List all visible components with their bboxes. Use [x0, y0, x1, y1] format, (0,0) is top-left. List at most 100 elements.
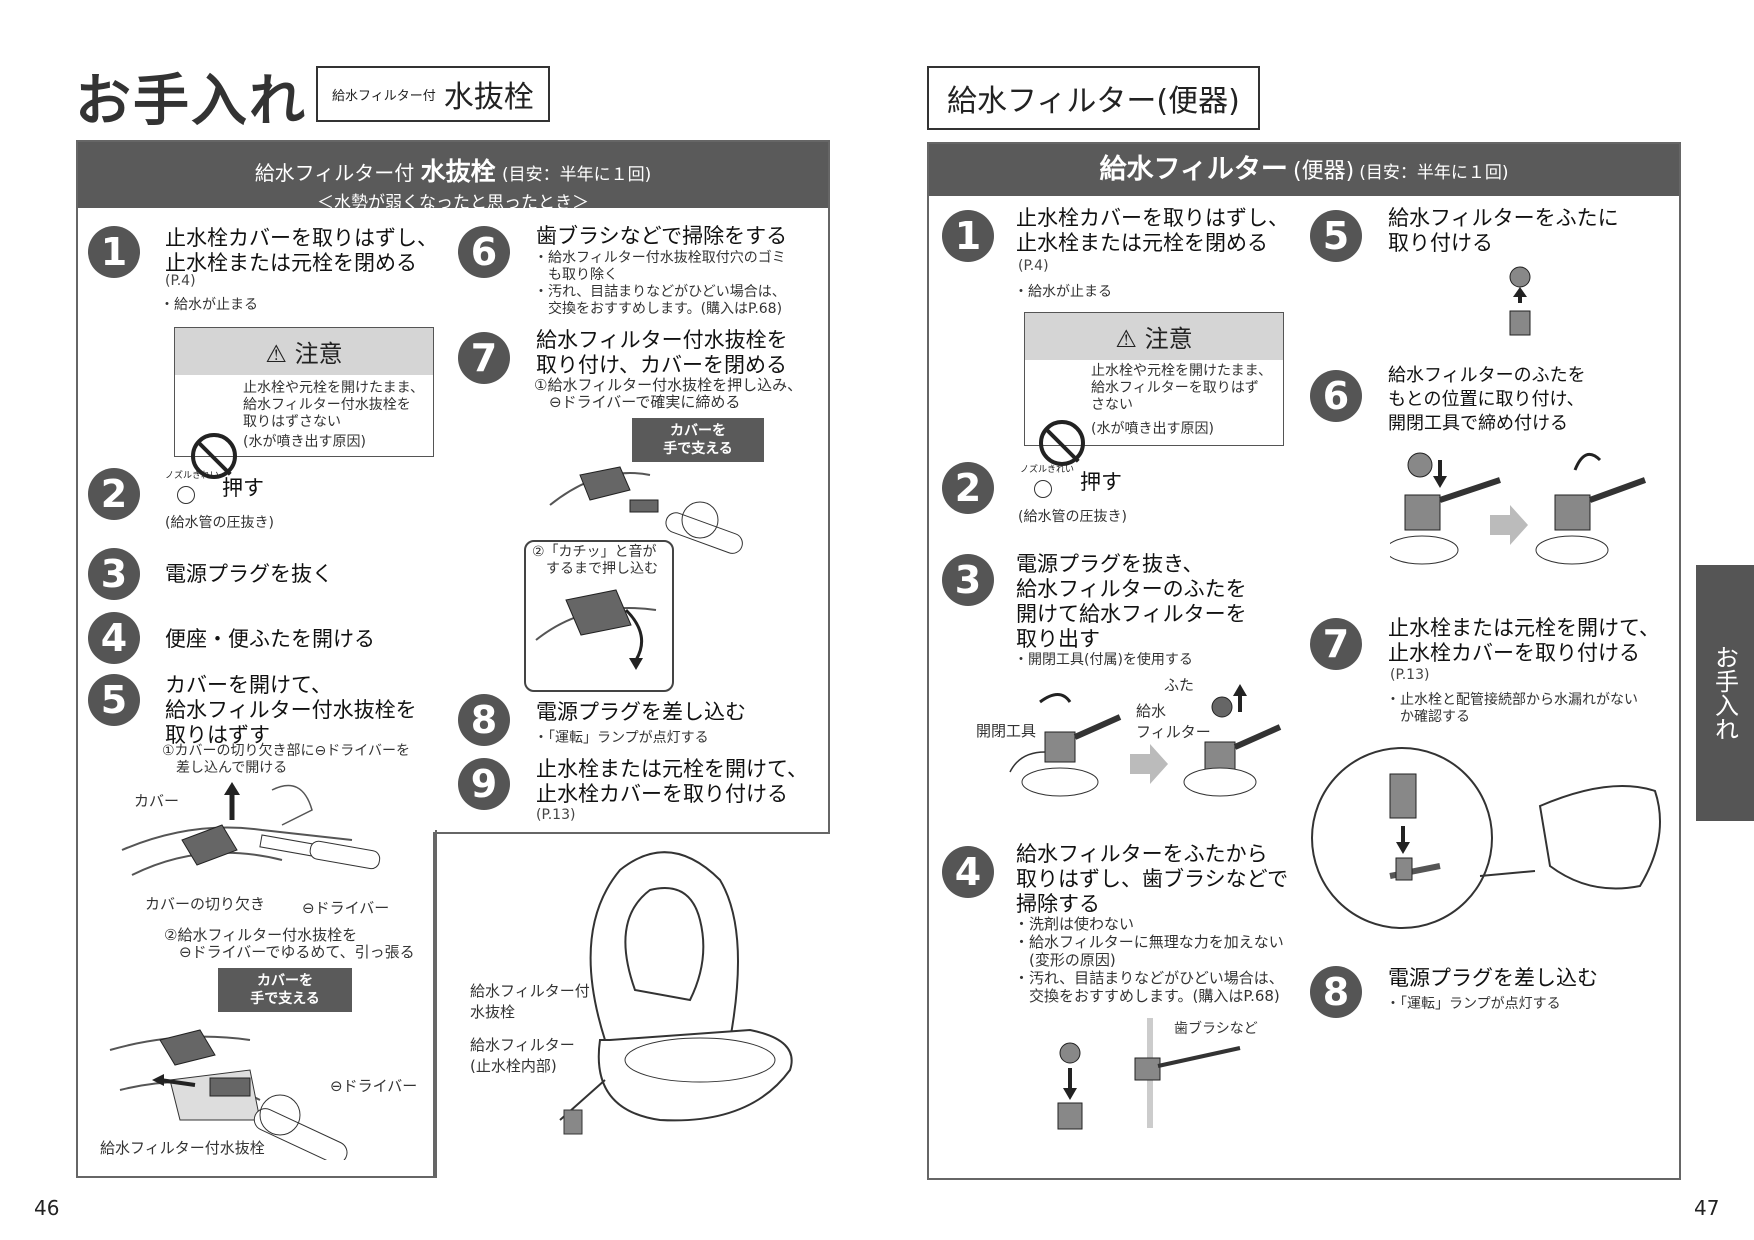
step-4-text: 便座・便ふたを開ける [165, 627, 375, 651]
driver-label-2: ⊖ドライバー [330, 1077, 418, 1095]
hold-cover-label-1: カバーを手で支える [218, 968, 352, 1012]
r-step-5-text: 給水フィルターをふたに取り付ける [1388, 206, 1619, 255]
cover-label: カバー [134, 792, 180, 810]
warning-icon: ⚠ [265, 340, 287, 368]
drain-plug-label: 給水フィルター付水抜栓 [100, 1139, 265, 1157]
step-2-note: (給水管の圧抜き) [165, 515, 274, 531]
left-panel-top [76, 140, 830, 834]
r-step-3-number: 3 [942, 554, 994, 606]
filter-cleaning-illustration [1057, 1018, 1241, 1130]
r-step-5-number: 5 [1310, 210, 1362, 262]
filter-removal-illustration [1009, 684, 1282, 797]
step-1-text: 止水栓カバーを取りはずし、止水栓または元栓を閉める [165, 226, 438, 275]
filter-attach-illustration [1509, 266, 1531, 336]
step-5-text: カバーを開けて、給水フィルター付水抜栓を取りはずす [165, 673, 417, 747]
step-7-number: 7 [458, 332, 510, 384]
step-2-text: 押す [222, 476, 264, 500]
r-step-7-text: 止水栓または元栓を開けて、止水栓カバーを取り付ける [1388, 616, 1660, 665]
step-6-notes: ・給水フィルター付水抜栓取付穴のゴミ も取り除く ・汚れ、目詰まりなどがひどい場… [534, 250, 786, 317]
cover-open-illustration [121, 782, 381, 876]
right-section-tag: 給水フィルター(便器) [927, 66, 1260, 130]
left-panel-divider-v [433, 832, 435, 1178]
r-step-6-number: 6 [1310, 370, 1362, 422]
r-step-4-number: 4 [942, 846, 994, 898]
side-tab[interactable]: お手入れ [1696, 565, 1754, 821]
caution-box: ⚠ 注意 止水栓や元栓を開けたまま、 給水フィルター付水抜栓を 取りはずさない … [174, 327, 434, 479]
r-step-7-number: 7 [1310, 618, 1362, 670]
click-detail-box: ②「カチッ」と音が するまで押し込む [524, 540, 674, 692]
filter-label: 給水フィルター [1136, 702, 1211, 741]
r-step-8-number: 8 [1310, 966, 1362, 1018]
lid-label: ふた [1164, 676, 1195, 694]
no-entry-icon [191, 433, 237, 479]
caution-reason: (水が噴き出す原因) [243, 434, 366, 450]
r-nozzle-button-icon [1034, 480, 1052, 498]
header-bold: 水抜栓 [420, 157, 496, 186]
r-step-8-note: ・「運転」ランプが点灯する [1386, 996, 1561, 1012]
r-step-2-text: 押す [1080, 470, 1122, 494]
step-1-ref: (P.4) [165, 273, 196, 289]
step-9-ref: (P.13) [536, 807, 576, 823]
header-subtitle: ＜水勢が弱くなったと思ったとき＞ [317, 193, 589, 213]
step-9-number: 9 [458, 758, 510, 810]
step-8-number: 8 [458, 694, 510, 746]
step-9-text: 止水栓または元栓を開けて、止水栓カバーを取り付ける [536, 757, 808, 806]
tool-label: 開閉工具 [976, 722, 1037, 740]
step-1-number: 1 [88, 226, 140, 278]
right-panel-header: 給水フィルター (便器) (目安：半年に１回) [929, 144, 1679, 196]
r-step-1-ref: (P.4) [1018, 258, 1049, 274]
section-tag-small: 給水フィルター付 [332, 88, 436, 104]
r-warning-icon: ⚠ [1115, 325, 1137, 353]
r-step-2-note: (給水管の圧抜き) [1018, 509, 1127, 525]
drain-plug-removal-illustration [109, 1029, 348, 1160]
step-7-text: 給水フィルター付水抜栓を取り付け、カバーを閉める [536, 328, 788, 377]
cover-close-illustration [535, 589, 657, 670]
step-8-note: ・「運転」ランプが点灯する [534, 730, 709, 746]
r-caution-reason: (水が噴き出す原因) [1091, 421, 1214, 437]
nozzle-button-icon [177, 486, 195, 504]
driver-label-1: ⊖ドライバー [302, 899, 390, 917]
stop-valve-cover-illustration [1311, 747, 1661, 929]
r-step-3-text: 電源プラグを抜き、給水フィルターのふたを 開けて給水フィルターを取り出す [1016, 552, 1247, 651]
r-step-4-text: 給水フィルターをふたから取りはずし、歯ブラシなどで掃除する [1016, 842, 1289, 916]
brush-label: 歯ブラシなど [1174, 1021, 1258, 1037]
toilet-illustration [559, 851, 793, 1135]
step-3-number: 3 [88, 548, 140, 600]
page-number-right: 47 [1694, 1196, 1720, 1220]
r-nozzle-button-label: ノズルきれい [1020, 465, 1075, 475]
step-4-number: 4 [88, 612, 140, 664]
notch-label: カバーの切り欠き [145, 895, 266, 913]
r-caution-heading: ⚠ 注意 [1025, 313, 1283, 360]
r-step-7-notes: ・止水栓と配管接続部から水漏れがない か確認する [1386, 692, 1638, 725]
r-step-8-text: 電源プラグを差し込む [1388, 966, 1598, 990]
left-panel-divider [433, 832, 828, 834]
r-step-2-number: 2 [942, 462, 994, 514]
left-panel-header: 給水フィルター付 水抜栓 (目安：半年に１回) ＜水勢が弱くなったと思ったとき＞ [78, 142, 828, 213]
step-2-number: 2 [88, 468, 140, 520]
step-5-note-2: ②給水フィルター付水抜栓を ⊖ドライバーでゆるめて、引っ張る [164, 926, 415, 961]
hold-cover-label-2: カバーを手で支える [632, 418, 764, 462]
header-interval: (目安：半年に１回) [502, 165, 652, 185]
r-caution-text: 止水栓や元栓を開けたまま、 給水フィルターを取りはず さない [1091, 363, 1273, 413]
caution-text: 止水栓や元栓を開けたまま、 給水フィルター付水抜栓を 取りはずさない [243, 380, 425, 430]
drain-plug-insert-illustration [549, 466, 743, 554]
step-1-note: ・給水が止まる [160, 297, 258, 313]
r-step-3-note: ・開閉工具(付属)を使用する [1014, 652, 1193, 668]
toilet-label-2: 給水フィルター(止水栓内部) [470, 1036, 575, 1075]
step-6-text: 歯ブラシなどで掃除をする [536, 224, 788, 248]
r-no-entry-icon [1039, 420, 1085, 466]
r-caution-box: ⚠ 注意 止水栓や元栓を開けたまま、 給水フィルターを取りはず さない (水が噴… [1024, 312, 1284, 466]
step-5-note: ①カバーの切り欠き部に⊖ドライバーを 差し込んで開ける [162, 743, 411, 776]
page-number-left: 46 [34, 1196, 60, 1220]
r-step-1-text: 止水栓カバーを取りはずし、止水栓または元栓を閉める [1016, 206, 1289, 255]
section-tag: 給水フィルター付 水抜栓 [316, 66, 550, 122]
page-title: お手入れ [75, 69, 307, 134]
r-step-1-note: ・給水が止まる [1014, 284, 1112, 300]
caution-heading: ⚠ 注意 [175, 328, 433, 375]
step-8-text: 電源プラグを差し込む [536, 700, 746, 724]
r-step-4-notes: ・洗剤は使わない・給水フィルターに無理な力を加えない (変形の原因)・汚れ、目詰… [1014, 915, 1284, 1005]
step-3-text: 電源プラグを抜く [165, 562, 333, 586]
nozzle-button-label: ノズルきれい [165, 471, 220, 481]
r-step-6-text: 給水フィルターのふたをもとの位置に取り付け、開閉工具で締め付ける [1388, 365, 1586, 434]
step-6-number: 6 [458, 226, 510, 278]
